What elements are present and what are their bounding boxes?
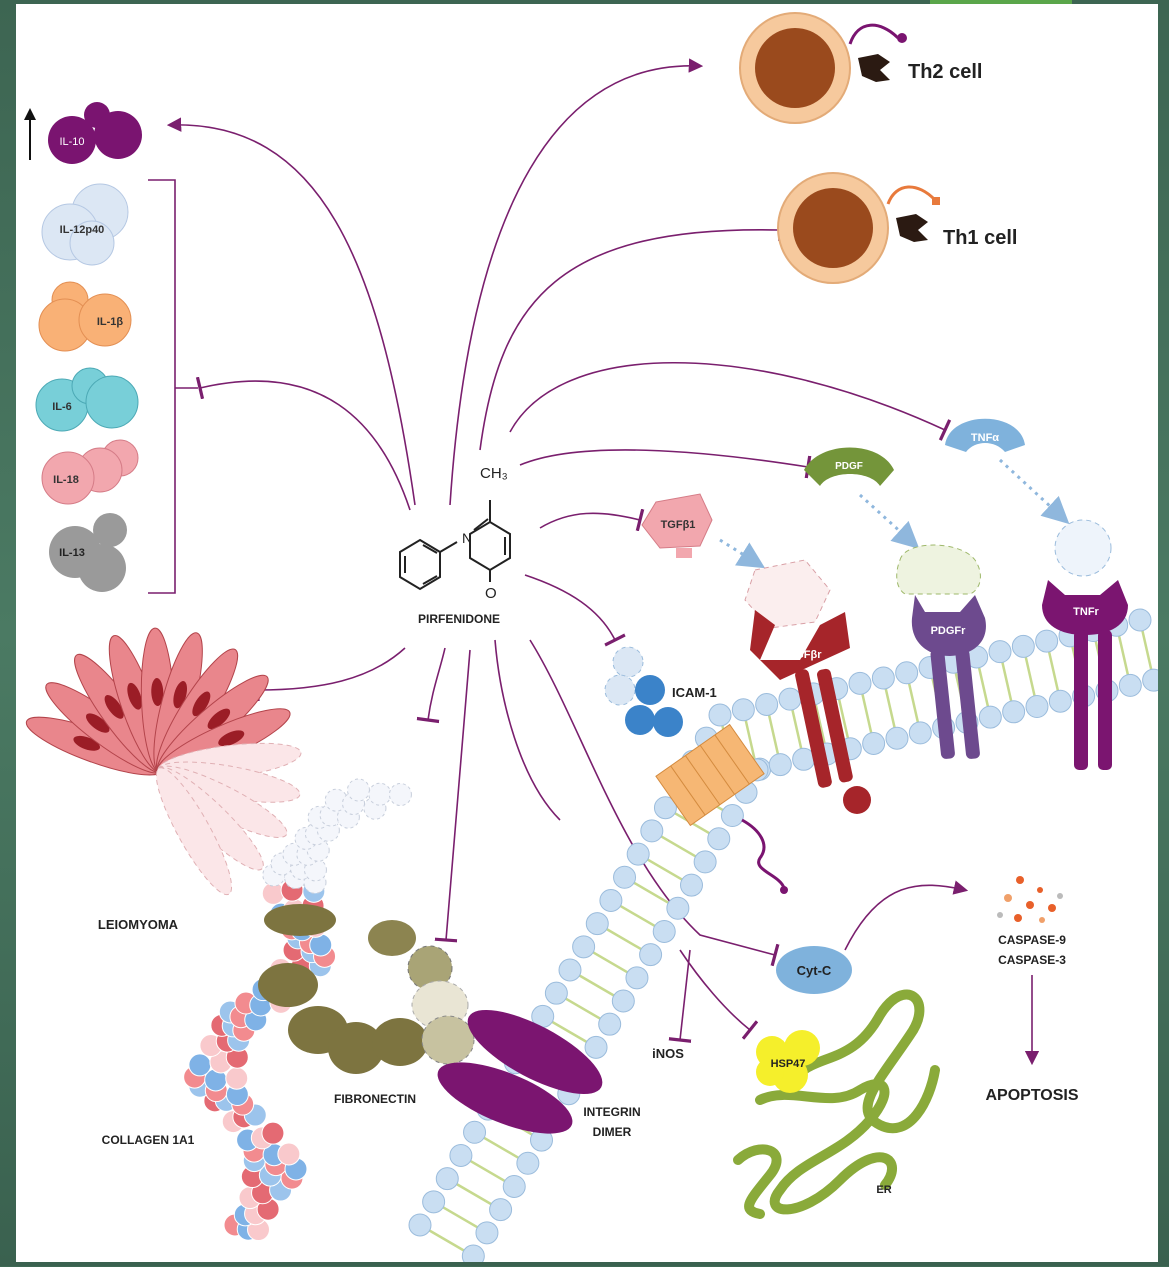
tnfa-label: TNFα	[971, 432, 999, 444]
inhibit-icam1	[525, 575, 615, 640]
cytochrome-c: Cyt-C	[776, 946, 852, 994]
il18-label: IL-18	[53, 474, 79, 486]
arrow-to-caspase	[845, 885, 965, 950]
apoptosis-label: APOPTOSIS	[985, 1087, 1078, 1104]
inhibit-collagen-top	[428, 648, 445, 720]
inhibit-pdgf	[520, 450, 808, 467]
pdgf-label: PDGF	[835, 461, 863, 472]
cytokine-il12p40: IL-12p40	[42, 184, 128, 265]
cytokine-il1b: IL-1β	[39, 282, 131, 351]
pirfenidone-mechanism-diagram: IL-10 IL-12p40 IL-1β IL-6	[16, 4, 1158, 1262]
cytokine-il6: IL-6	[36, 368, 138, 431]
il1b-label: IL-1β	[97, 316, 124, 328]
er-label: ER	[876, 1184, 891, 1196]
leiomyoma	[21, 628, 303, 902]
il13-label: IL-13	[59, 547, 85, 559]
arrow-to-il10	[170, 125, 415, 505]
collagen-label: COLLAGEN 1A1	[102, 1133, 195, 1147]
fibronectin	[258, 904, 474, 1074]
ligand-binding-paths	[720, 460, 1065, 565]
methyl-group: CH₃	[480, 465, 508, 482]
cytokine-il13: IL-13	[49, 513, 127, 592]
il6-label: IL-6	[52, 401, 72, 413]
integrin-label-line2: DIMER	[593, 1125, 632, 1139]
oxygen-atom: O	[485, 585, 497, 602]
inhibit-leiomyoma	[258, 648, 405, 690]
endoplasmic-reticulum	[738, 995, 935, 1214]
caspase3-label: CASPASE-3	[998, 953, 1066, 967]
drug-name: PIRFENIDONE	[418, 612, 500, 626]
inhibit-hsp47	[680, 950, 750, 1030]
th1-cell: Th1 cell	[778, 173, 1017, 283]
tnfr-label: TNFr	[1073, 606, 1099, 618]
tgfb1-label: TGFβ1	[661, 519, 696, 531]
cytokine-bracket	[148, 180, 175, 593]
inhibit-cytokine-group	[200, 381, 410, 510]
icam1-label: ICAM-1	[672, 685, 717, 700]
inos-label: iNOS	[652, 1046, 684, 1061]
diagram-panel: IL-10 IL-12p40 IL-1β IL-6	[16, 4, 1158, 1262]
pdgfr-label: PDGFr	[931, 625, 967, 637]
tnfa-ligand: TNFα	[945, 419, 1025, 452]
inhibit-integrin-branch	[495, 640, 560, 820]
inhibit-th1	[480, 230, 780, 450]
cytokine-il18: IL-18	[42, 440, 138, 504]
hsp47-label: HSP47	[771, 1058, 806, 1070]
nitrogen-atom: N	[462, 530, 472, 546]
il10-label: IL-10	[59, 136, 84, 148]
tgfbr-label: TGFβr	[789, 649, 823, 661]
inhibit-tgfb1	[540, 513, 640, 528]
hsp47: HSP47	[756, 1030, 820, 1093]
il12p40-label: IL-12p40	[60, 224, 105, 236]
fibronectin-label: FIBRONECTIN	[334, 1092, 416, 1106]
pdgf-ligand: PDGF	[804, 448, 894, 487]
th1-label: Th1 cell	[943, 227, 1017, 249]
integrin-label-line1: INTEGRIN	[583, 1105, 640, 1119]
th2-label: Th2 cell	[908, 61, 982, 83]
pirfenidone-structure	[400, 500, 510, 589]
arrow-to-th2	[450, 66, 700, 505]
cytc-label: Cyt-C	[797, 963, 832, 978]
inhibit-tnfa	[510, 363, 945, 432]
il10-upregulated: IL-10	[24, 102, 142, 164]
icam1: ICAM-1	[605, 647, 717, 737]
leiomyoma-label: LEIOMYOMA	[98, 917, 179, 932]
th2-cell: Th2 cell	[740, 13, 982, 123]
caspase-dots	[997, 876, 1063, 923]
inhibit-fibronectin	[446, 650, 470, 940]
caspase9-label: CASPASE-9	[998, 933, 1066, 947]
tgfb1-ligand: TGFβ1	[642, 494, 712, 558]
